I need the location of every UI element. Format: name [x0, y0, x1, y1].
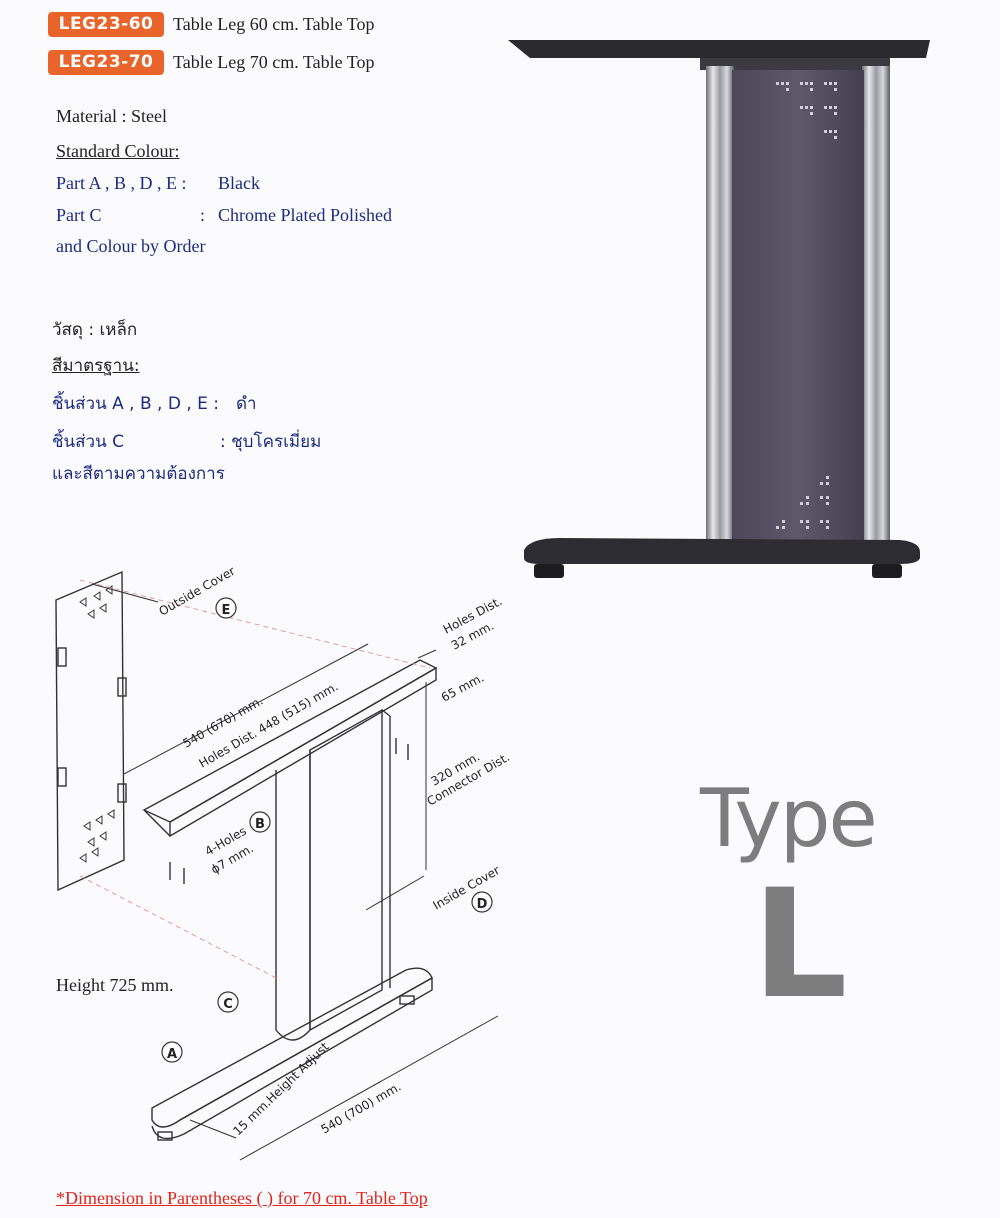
- callout-d: D: [477, 897, 488, 912]
- outside-cover-panel: [55, 570, 125, 892]
- outside-cover-triangles: [79, 585, 115, 863]
- part-c-label-th: ชิ้นส่วน C: [52, 432, 124, 452]
- material-th: วัสดุ : เหล็ก: [52, 320, 138, 340]
- order-note-en: and Colour by Order: [56, 236, 206, 256]
- part-c-value-th: : ชุบโครเมี่ยม: [220, 432, 322, 452]
- part-abde-label-th: ชิ้นส่วน A , B , D , E :: [52, 394, 219, 414]
- tabletop: [508, 40, 930, 58]
- callout-c: C: [223, 997, 233, 1012]
- standard-colour-heading-th: สีมาตรฐาน:: [52, 356, 140, 376]
- part-abde-value-en: Black: [218, 173, 260, 193]
- product-code-badge-60: LEG23-60: [48, 12, 164, 37]
- cover-panel: [732, 70, 864, 552]
- base-a: [151, 967, 433, 1128]
- glide-left: [534, 564, 564, 578]
- order-note-th: และสีตามความต้องการ: [52, 464, 225, 484]
- base-foot: [524, 538, 920, 564]
- perforation-pattern-top: [776, 82, 837, 139]
- exploded-diagram: E B D C A Outside Cover Holes Dist. 32 m…: [55, 564, 512, 1161]
- callout-b: B: [255, 817, 265, 832]
- label-65-mm: 65 mm.: [439, 671, 486, 705]
- product-desc-70: Table Leg 70 cm. Table Top: [173, 52, 375, 72]
- inside-cover-d: [309, 708, 383, 1032]
- glide-right: [872, 564, 902, 578]
- top-rail: [700, 58, 890, 70]
- material-en: Material : Steel: [56, 106, 167, 126]
- callout-e: E: [222, 603, 231, 618]
- type-word: Type: [700, 772, 878, 865]
- part-c-label-en: Part C: [56, 205, 102, 225]
- footnote: *Dimension in Parentheses ( ) for 70 cm.…: [56, 1188, 428, 1208]
- part-c-sep-en: :: [200, 205, 206, 225]
- type-letter: L: [752, 858, 848, 1032]
- perforation-pattern-bottom: [776, 476, 829, 529]
- part-abde-label-en: Part A , B , D , E :: [56, 173, 187, 193]
- label-height-adjust: 15 mm.Height Adjust: [230, 1039, 331, 1138]
- product-code-badge-70: LEG23-70: [48, 50, 164, 75]
- height-note: Height 725 mm.: [56, 975, 174, 995]
- label-540-700: 540 (700) mm.: [319, 1079, 404, 1136]
- column-c: [275, 750, 311, 1041]
- table-leg-photo: [508, 40, 930, 578]
- product-desc-60: Table Leg 60 cm. Table Top: [173, 14, 375, 34]
- chrome-column-right: [862, 66, 890, 552]
- part-c-value-en: Chrome Plated Polished: [218, 205, 392, 225]
- callout-a: A: [167, 1047, 177, 1062]
- standard-colour-heading-en: Standard Colour:: [56, 141, 180, 161]
- chrome-column-left: [706, 66, 734, 552]
- part-abde-value-th: ดำ: [236, 394, 257, 414]
